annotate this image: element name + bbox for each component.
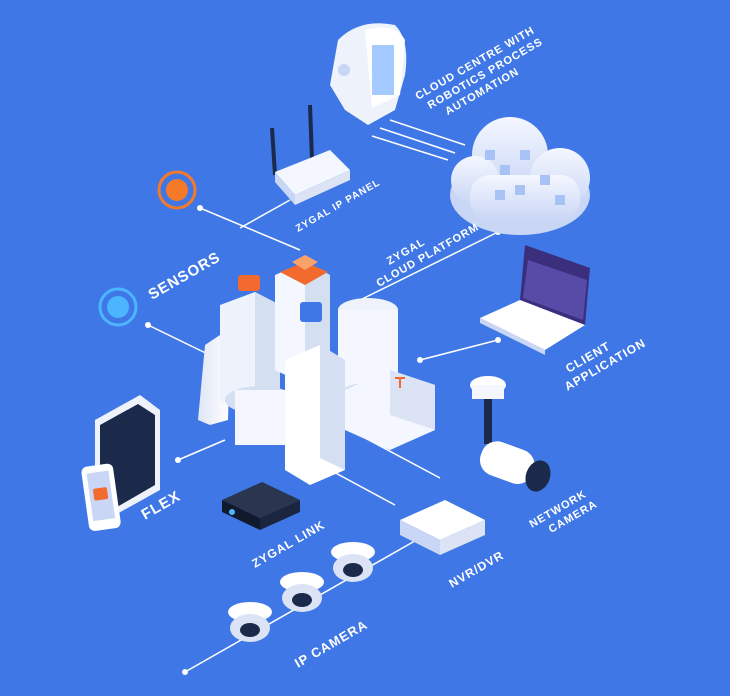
- label-nvr: NVR/DVR: [447, 548, 507, 591]
- label-ip-camera: IP CAMERA: [292, 617, 370, 671]
- label-sensors: SENSORS: [146, 249, 224, 304]
- sensor-orange-icon: [157, 170, 197, 210]
- nvr-box-icon: [400, 500, 485, 555]
- bullet-camera-icon: [470, 376, 551, 492]
- robot-head-icon: [330, 23, 407, 125]
- laptop-icon: [480, 245, 590, 355]
- smartphone-lock-icon: [81, 463, 121, 531]
- cloud-icon: [450, 117, 590, 235]
- city-buildings-icon: [198, 255, 435, 485]
- sensor-blue-icon: [98, 287, 138, 327]
- link-hub-icon: [222, 482, 300, 530]
- dome-camera-icon: [228, 542, 375, 642]
- connection-dots: [145, 205, 501, 675]
- router-icon: [270, 104, 350, 205]
